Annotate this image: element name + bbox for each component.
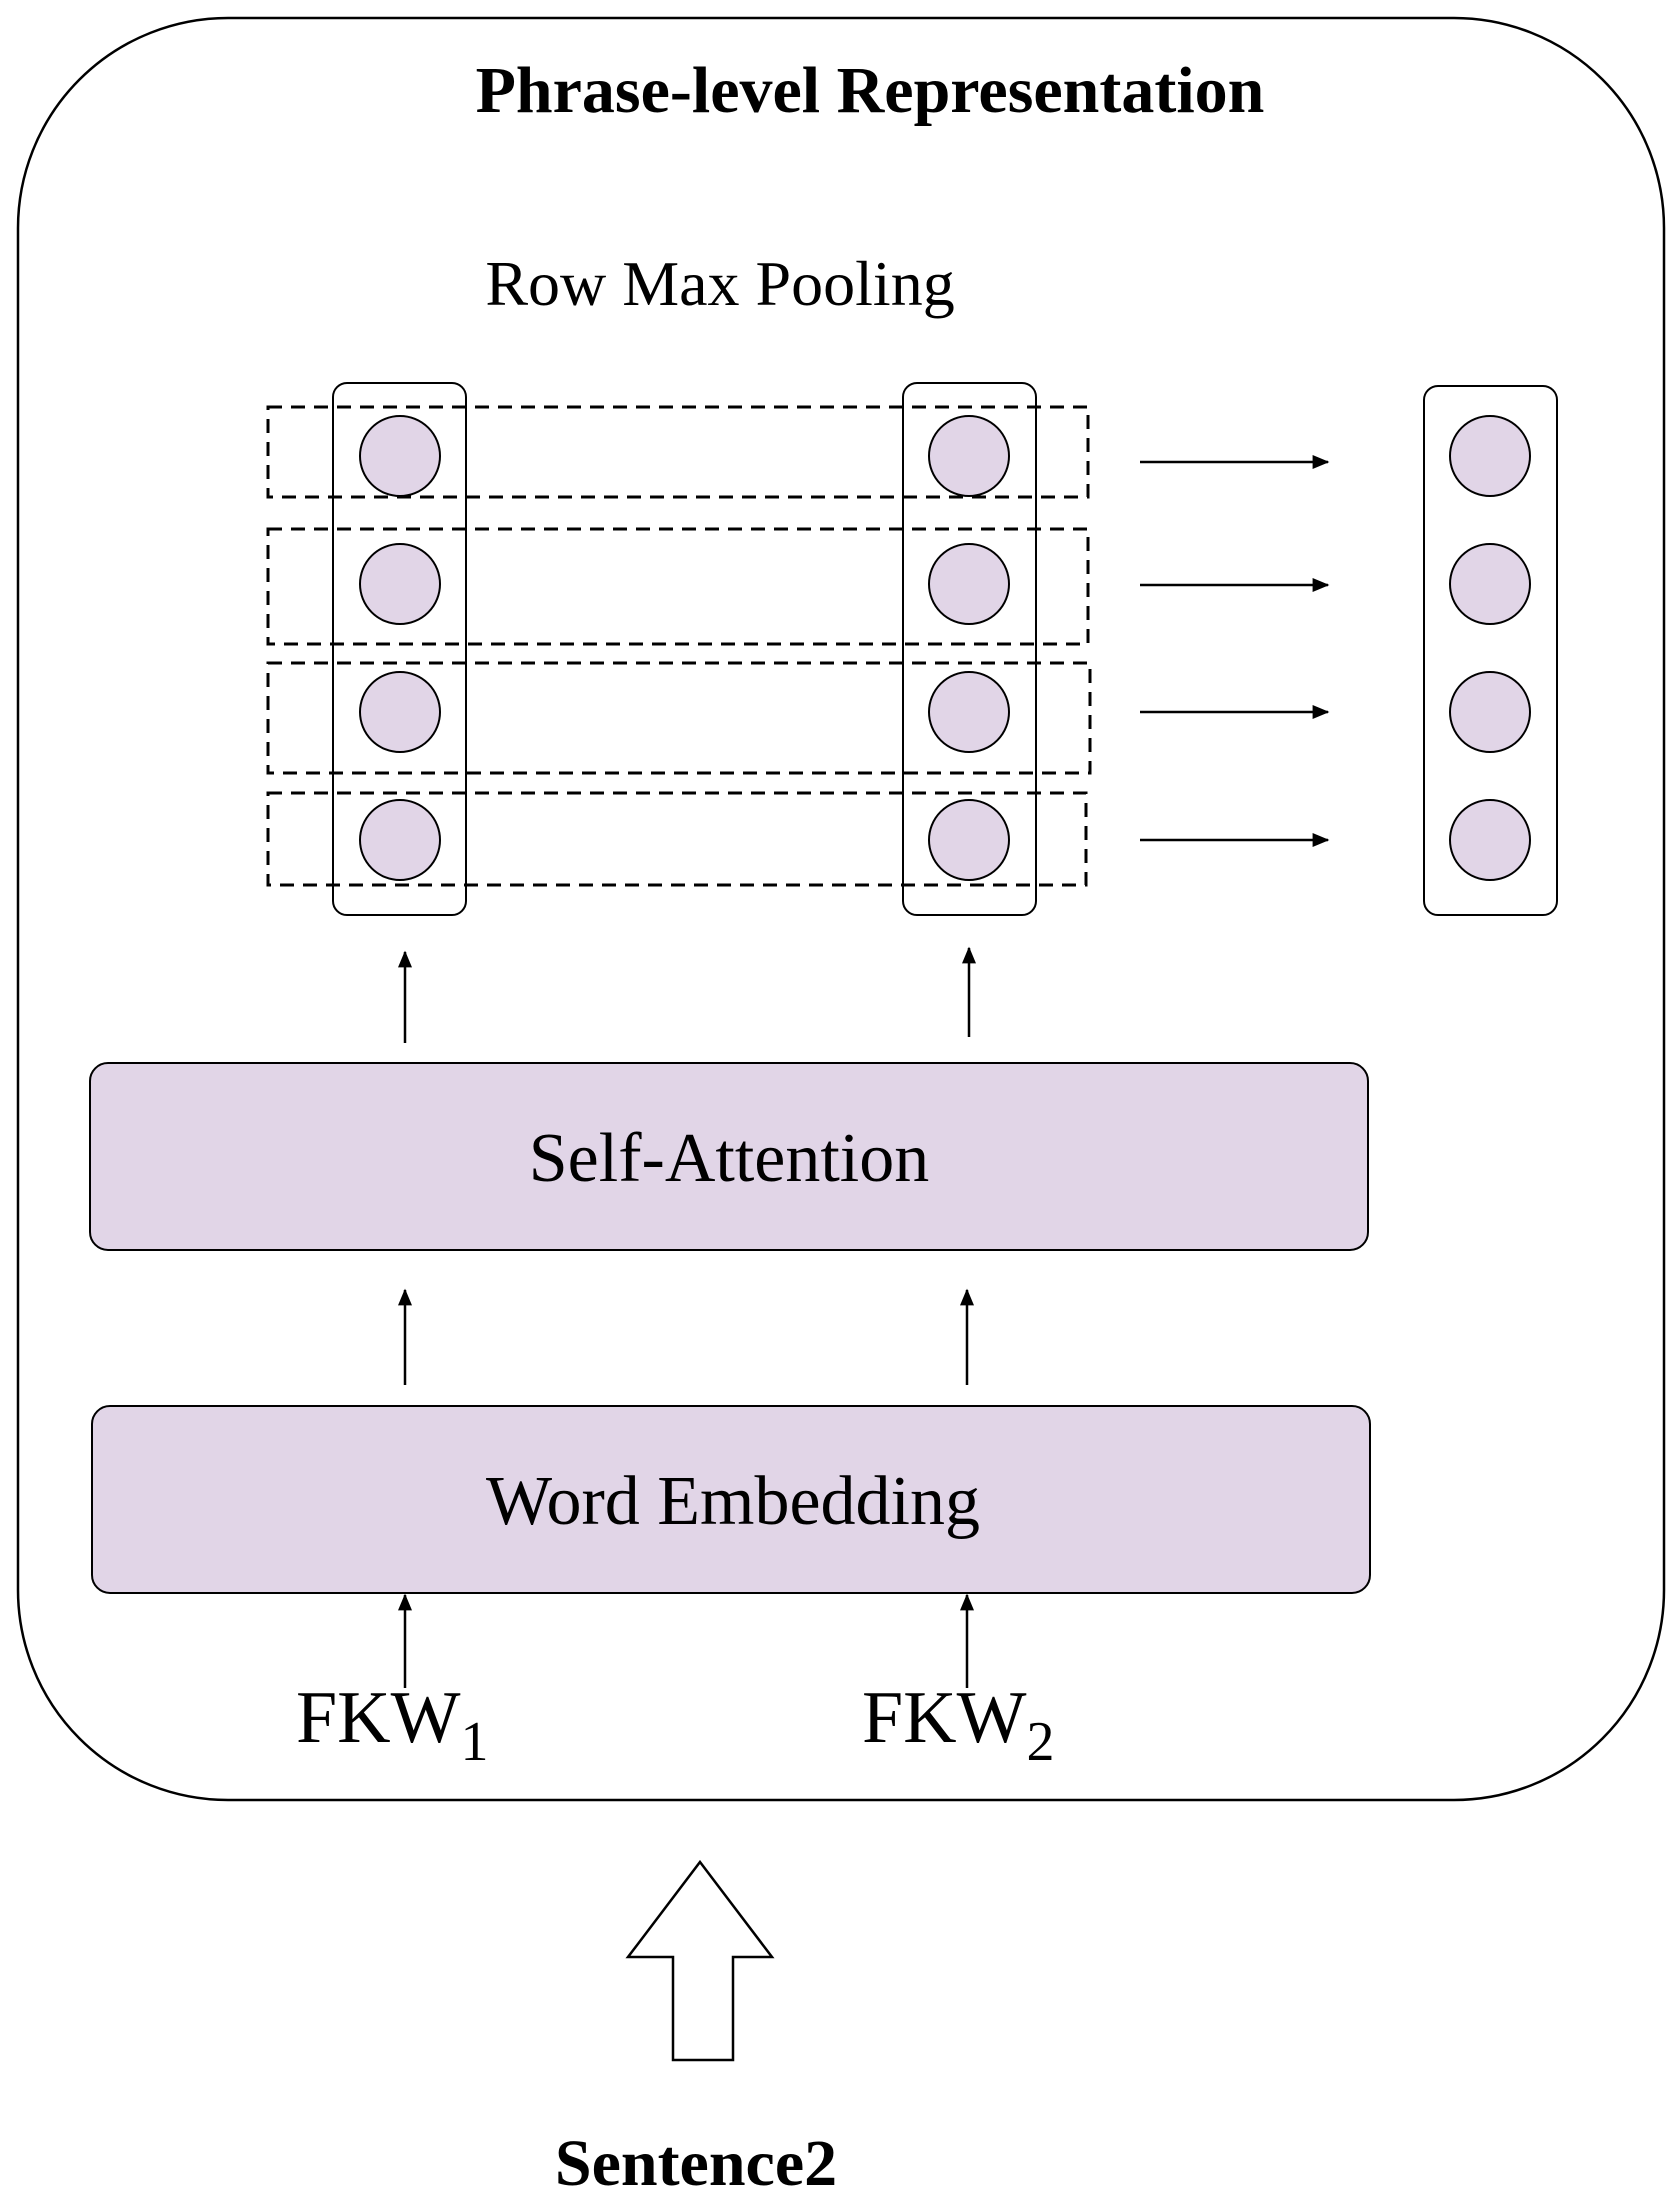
node — [1449, 543, 1531, 625]
input-label-2: FKW2 — [862, 1677, 1054, 1773]
node — [1449, 799, 1531, 881]
node — [359, 799, 441, 881]
word-embedding-layer — [91, 1405, 1371, 1594]
pooling-arrows — [1140, 455, 1330, 847]
node — [359, 671, 441, 753]
input-2-base: FKW — [862, 1677, 1027, 1759]
sentence-input-arrow — [625, 1859, 775, 2062]
self-attention-layer — [89, 1062, 1369, 1251]
nodes — [359, 415, 1531, 881]
pooled-vector — [1423, 385, 1558, 916]
node — [928, 415, 1010, 497]
node — [359, 543, 441, 625]
node — [928, 799, 1010, 881]
vector-containers — [332, 382, 1558, 916]
input-1-subscript: 1 — [460, 1711, 488, 1773]
flow-arrows — [398, 946, 976, 1688]
pooling-row-4 — [266, 791, 1088, 887]
pooling-row-2 — [266, 527, 1090, 646]
word-vector-1 — [332, 382, 467, 916]
node — [928, 671, 1010, 753]
node — [928, 543, 1010, 625]
pooling-rows — [266, 405, 1092, 887]
self-attention-label: Self-Attention — [529, 1120, 929, 1197]
input-2-subscript: 2 — [1026, 1711, 1054, 1773]
pooling-row-1 — [266, 405, 1090, 499]
sentence-label: Sentence2 — [555, 2127, 837, 2200]
word-embedding-label: Word Embedding — [486, 1463, 980, 1540]
diagram-title: Phrase-level Representation — [476, 54, 1265, 127]
node — [1449, 415, 1531, 497]
node — [1449, 671, 1531, 753]
input-1-base: FKW — [296, 1677, 461, 1759]
input-label-1: FKW1 — [296, 1677, 488, 1773]
word-vector-2 — [902, 382, 1037, 916]
pooling-row-3 — [266, 661, 1092, 775]
pooling-label: Row Max Pooling — [485, 248, 954, 319]
node — [359, 415, 441, 497]
